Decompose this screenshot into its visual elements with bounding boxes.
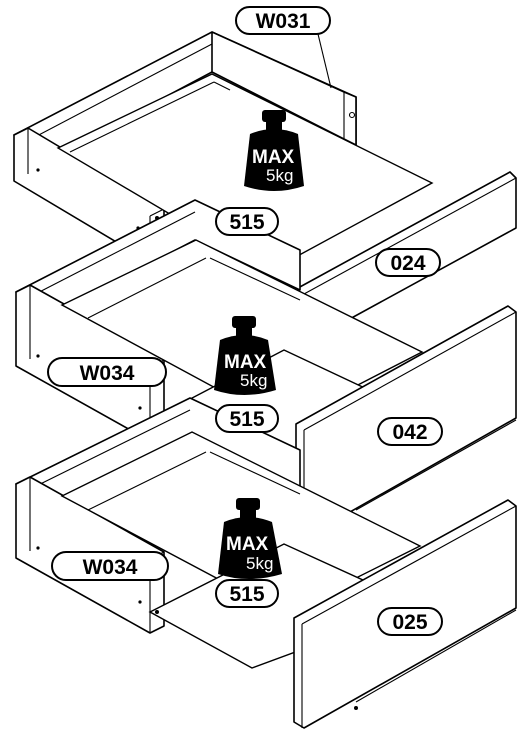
weight-limit-icon-2: MAX 5kg xyxy=(214,316,276,395)
weight-value: 5kg xyxy=(240,371,267,390)
weight-value: 5kg xyxy=(266,166,293,185)
label-515-1-text: 515 xyxy=(229,211,264,234)
drawer-1-screw xyxy=(36,168,40,172)
label-515-1: 515 xyxy=(215,207,279,236)
weight-value: 5kg xyxy=(246,554,273,573)
label-w034-1: W034 xyxy=(47,357,167,387)
drawer-1-hole xyxy=(348,111,356,119)
label-515-3-text: 515 xyxy=(229,583,264,606)
drawer-2-screw xyxy=(36,354,40,358)
label-025-text: 025 xyxy=(392,611,427,634)
label-024: 024 xyxy=(375,248,441,277)
label-042: 042 xyxy=(377,417,443,446)
label-025: 025 xyxy=(377,607,443,636)
drawer-3-front-dowel xyxy=(354,706,358,710)
label-w034-2: W034 xyxy=(51,551,169,581)
label-515-2-text: 515 xyxy=(229,408,264,431)
label-515-2: 515 xyxy=(215,404,279,433)
weight-max-label: MAX xyxy=(224,352,267,373)
weight-limit-icon-1: MAX 5kg xyxy=(244,110,304,191)
label-w031-text: W031 xyxy=(256,10,311,33)
drawer-3-screw xyxy=(138,600,142,604)
label-515-3: 515 xyxy=(215,579,279,608)
drawer-3-screw xyxy=(36,546,40,550)
drawer-1 xyxy=(13,31,434,273)
weight-limit-icon-3: MAX 5kg xyxy=(218,498,282,579)
label-w034-2-text: W034 xyxy=(83,556,138,579)
label-w031: W031 xyxy=(235,6,332,89)
label-042-text: 042 xyxy=(392,421,427,444)
weight-max-label: MAX xyxy=(252,147,295,168)
drawer-3-screw xyxy=(155,610,159,614)
label-w031-leader xyxy=(317,33,332,89)
weight-max-label: MAX xyxy=(226,534,269,555)
label-w034-1-text: W034 xyxy=(80,362,135,385)
label-024-text: 024 xyxy=(390,252,425,275)
drawer-2-screw xyxy=(138,406,142,410)
